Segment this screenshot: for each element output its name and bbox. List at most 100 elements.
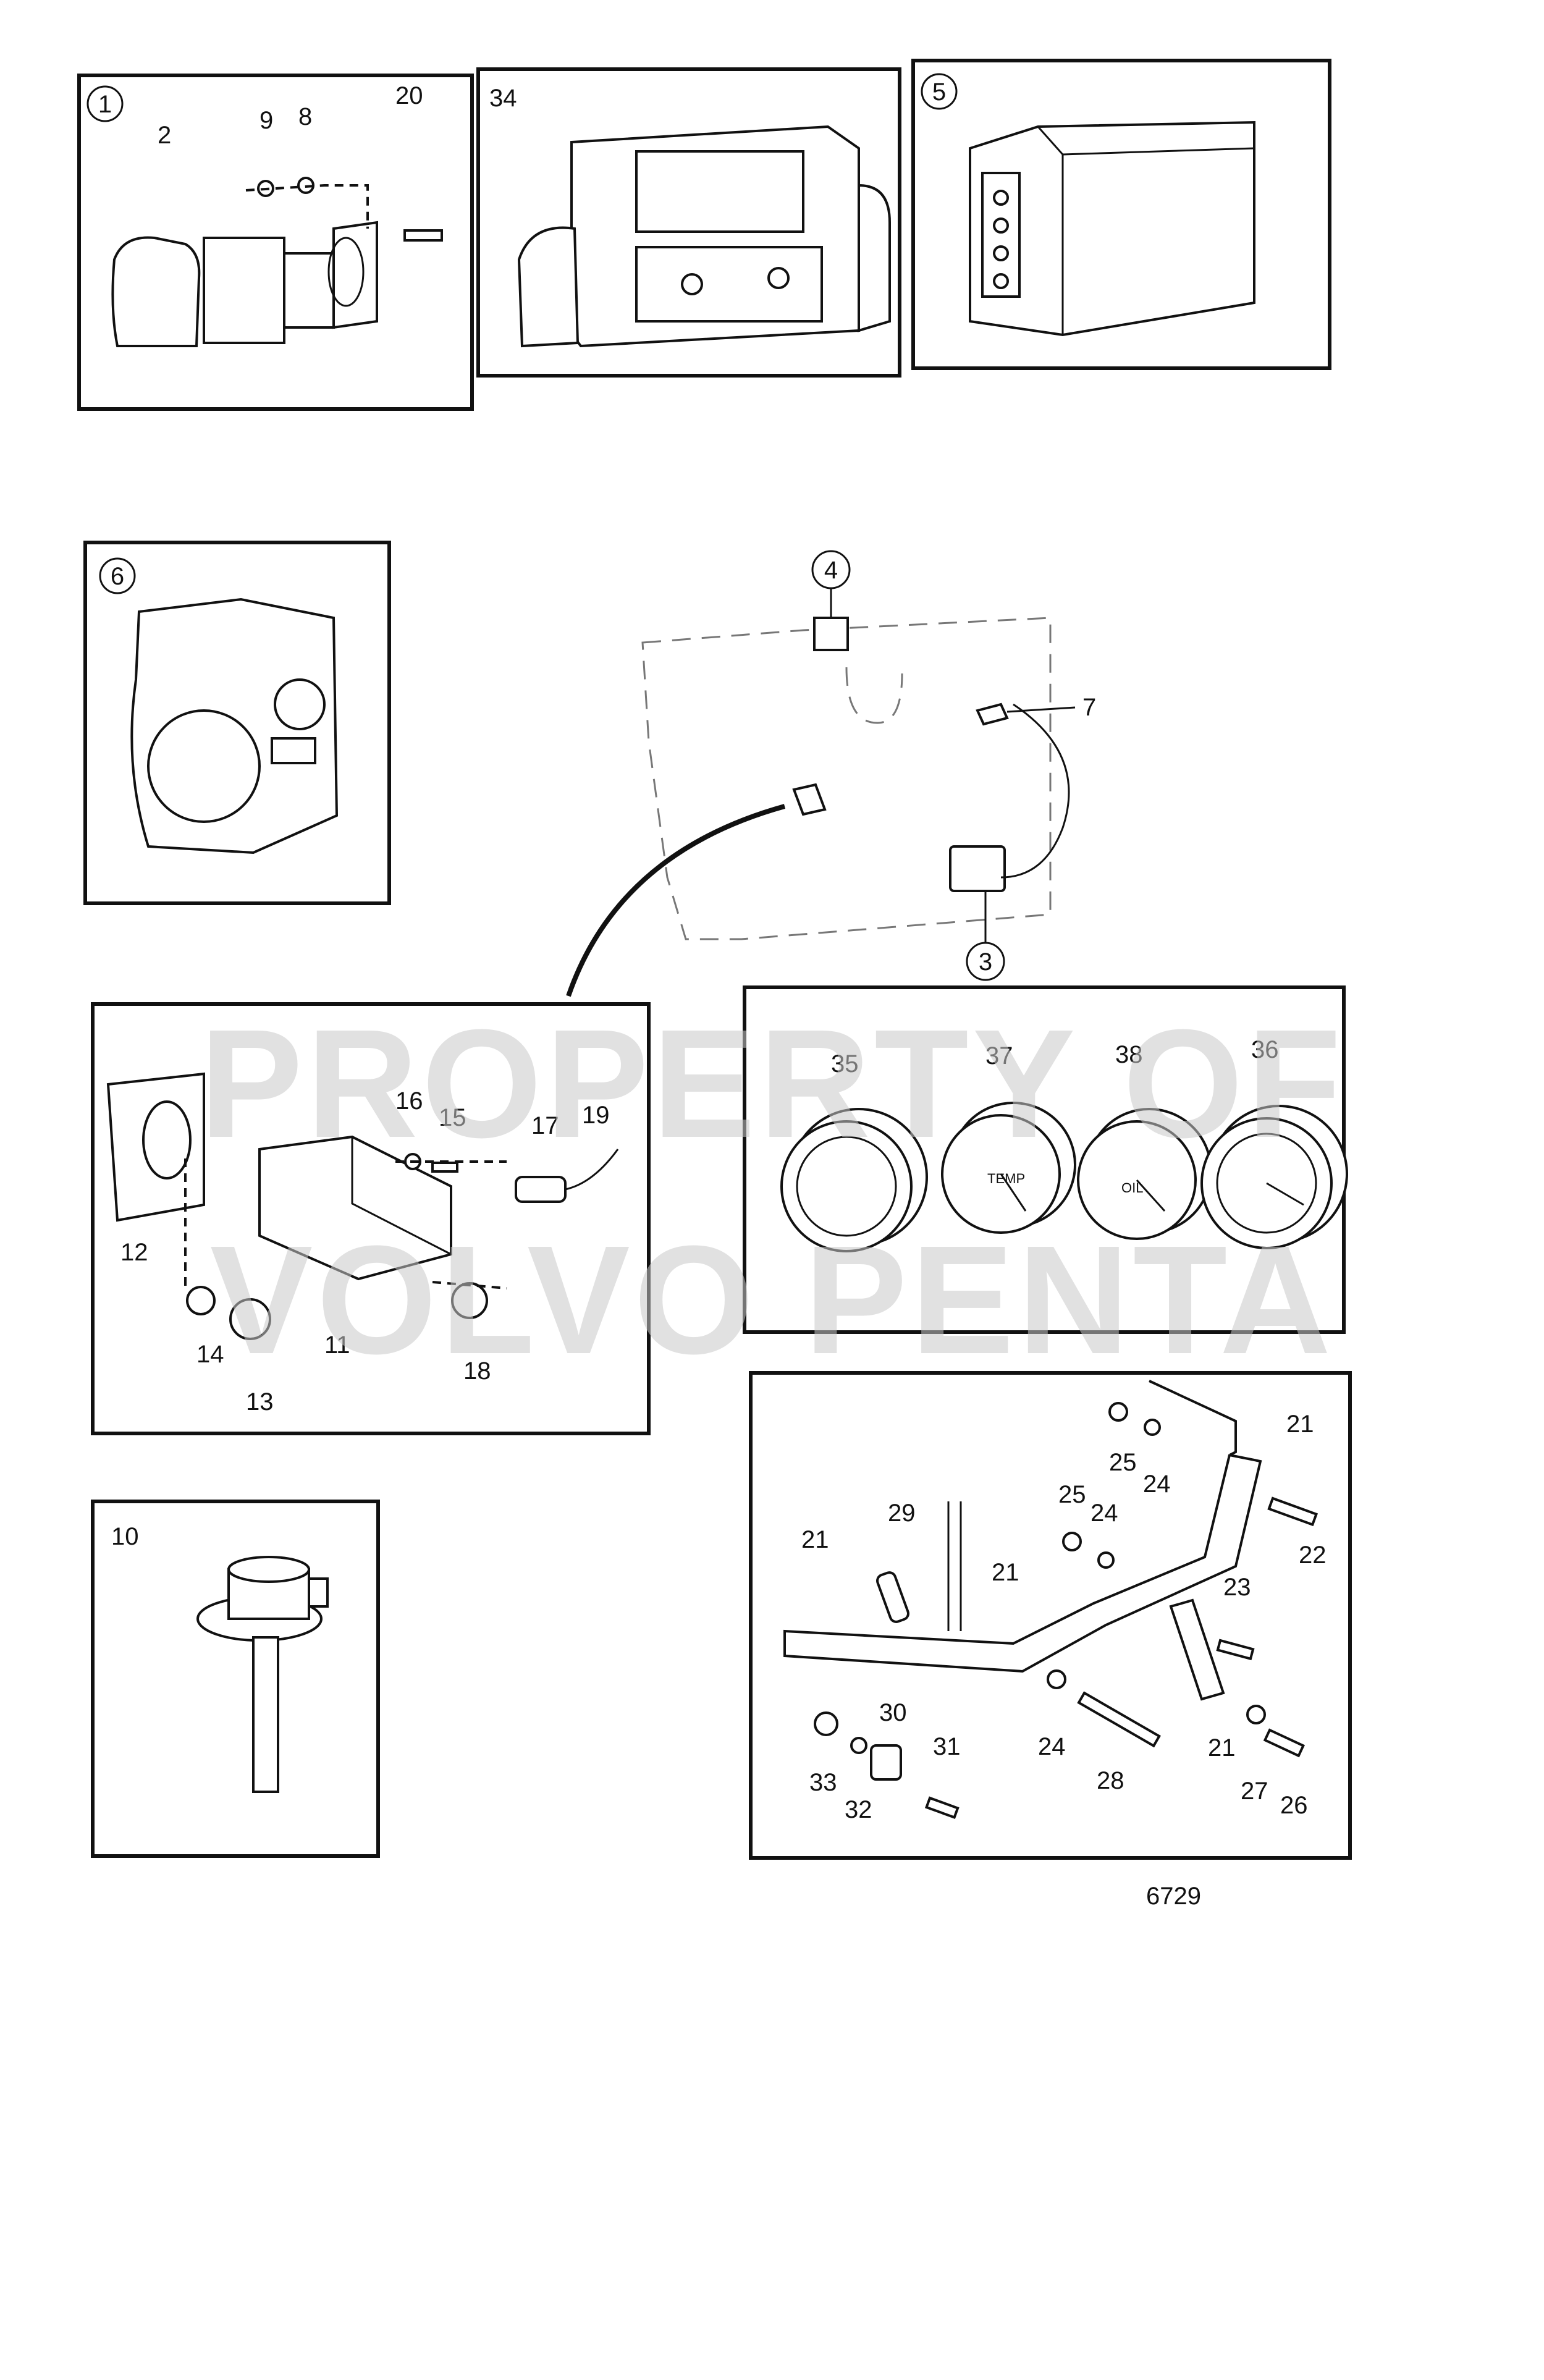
callout-25a: 25 xyxy=(1109,1449,1137,1476)
switch-flange xyxy=(332,221,378,329)
callout-14: 14 xyxy=(196,1341,224,1368)
terminal xyxy=(993,273,1009,289)
nut-18 xyxy=(451,1282,488,1319)
callout-21b: 21 xyxy=(801,1526,829,1553)
panel-5-frame xyxy=(911,59,1331,370)
sensor-13 xyxy=(229,1298,271,1340)
panel-10: 10 xyxy=(91,1500,380,1858)
gauge-38-needle xyxy=(1136,1179,1166,1212)
harness-lead xyxy=(566,804,786,997)
nut-33 xyxy=(814,1711,838,1736)
engine-sender-mount xyxy=(792,783,827,816)
stud xyxy=(403,229,443,242)
screw-31 xyxy=(924,1796,960,1820)
callout-31: 31 xyxy=(933,1733,961,1760)
bracket-vertical xyxy=(947,1501,962,1631)
panel-10-frame xyxy=(91,1500,380,1858)
gauge-panel: 35 TEMP 37 OIL 38 36 xyxy=(743,985,1348,1334)
panel-6-number: 6 xyxy=(111,563,124,590)
bracket-panel: 21 25 24 22 29 21 21 25 24 23 24 21 33 3… xyxy=(749,1371,1352,1860)
level-sender-plug xyxy=(308,1577,329,1608)
callout-13: 13 xyxy=(246,1388,274,1416)
watermark-line-1: PROPERTY OF xyxy=(200,997,1344,1170)
callout-29: 29 xyxy=(888,1500,916,1527)
engine-outline: 4 7 3 xyxy=(566,550,1096,997)
terminal xyxy=(993,190,1009,206)
washer-24c xyxy=(1047,1669,1066,1689)
washer-24b xyxy=(1097,1551,1115,1569)
housing-boss xyxy=(274,678,326,730)
bolt-23 xyxy=(1216,1639,1255,1661)
clip-30 xyxy=(870,1744,902,1781)
control-box-panel xyxy=(635,246,823,323)
panel-1: 1 2 9 8 20 xyxy=(77,74,474,411)
gauge-35-label: 35 xyxy=(831,1050,859,1078)
connector-17 xyxy=(515,1176,567,1203)
lead-19 xyxy=(565,1149,619,1191)
control-box-window xyxy=(635,150,804,233)
gauge-36-needle xyxy=(1266,1182,1304,1206)
housing-bore xyxy=(147,709,261,823)
callout-24c: 24 xyxy=(1038,1733,1066,1760)
bolt-22 xyxy=(1267,1496,1318,1527)
control-box-left-cover xyxy=(517,226,580,348)
panel-5-number: 5 xyxy=(932,78,946,106)
callout-26: 26 xyxy=(1280,1792,1308,1819)
bolt-28 xyxy=(1077,1691,1161,1748)
engine-module-4 xyxy=(813,617,849,651)
panel-10-number: 10 xyxy=(111,1523,139,1550)
callout-28: 28 xyxy=(1097,1767,1124,1794)
switch-knob xyxy=(111,236,201,347)
bolt-26 xyxy=(1263,1728,1306,1758)
engine-sender-7 xyxy=(976,703,1009,726)
panel-1-number: 1 xyxy=(98,91,112,118)
panel-6-circle xyxy=(99,557,136,594)
bracket-upper xyxy=(1149,1380,1237,1456)
callout-21c: 21 xyxy=(992,1559,1019,1586)
callout-15: 15 xyxy=(439,1104,466,1131)
lever-1 xyxy=(681,273,703,295)
panel-5-circle xyxy=(921,73,958,110)
lever-2 xyxy=(767,267,790,289)
gauge-37-needle xyxy=(1000,1173,1027,1212)
callout-24b: 24 xyxy=(1091,1500,1118,1527)
spacer-29 xyxy=(876,1571,909,1623)
callout-30: 30 xyxy=(879,1699,907,1726)
panel-34-frame xyxy=(476,67,901,378)
callout-32: 32 xyxy=(845,1796,872,1823)
callout-11: 11 xyxy=(324,1331,350,1359)
gauge-36-label: 36 xyxy=(1251,1036,1279,1063)
switch-body xyxy=(203,237,285,344)
panel-1-circle xyxy=(86,85,124,122)
callout-27: 27 xyxy=(1241,1778,1268,1805)
gauge-38-label: 38 xyxy=(1115,1041,1143,1068)
callout-24a: 24 xyxy=(1143,1471,1171,1498)
bracket-main xyxy=(783,1453,1262,1673)
engine-callout-7: 7 xyxy=(1082,694,1096,721)
callout-2: 2 xyxy=(158,122,171,149)
watermark-line-2: VOLVO PENTA xyxy=(210,1213,1335,1386)
panel-5: 5 xyxy=(911,59,1331,370)
gauge-35: 35 xyxy=(780,1050,928,1252)
washer-32 xyxy=(850,1737,867,1754)
callout-18: 18 xyxy=(463,1357,491,1385)
callout-9: 9 xyxy=(259,107,273,134)
engine-callout-circle xyxy=(966,942,1005,981)
level-sender-tube xyxy=(252,1636,279,1793)
gauge-38: OIL 38 xyxy=(1077,1041,1212,1240)
sensor-panel-frame xyxy=(91,1002,651,1435)
bracket-panel-frame xyxy=(749,1371,1352,1860)
engine-callout-4: 4 xyxy=(824,557,838,584)
callout-33: 33 xyxy=(809,1769,837,1796)
terminal xyxy=(993,245,1009,261)
engine-callout-3: 3 xyxy=(979,948,992,976)
panel-34: 34 xyxy=(476,67,901,378)
terminal xyxy=(993,217,1009,234)
gauge-36: 36 xyxy=(1200,1036,1348,1249)
washer-14 xyxy=(186,1286,216,1315)
housing-plate xyxy=(271,737,316,764)
plate-hole xyxy=(142,1100,192,1179)
washer-24a xyxy=(1144,1419,1161,1436)
callout-8: 8 xyxy=(298,103,312,130)
